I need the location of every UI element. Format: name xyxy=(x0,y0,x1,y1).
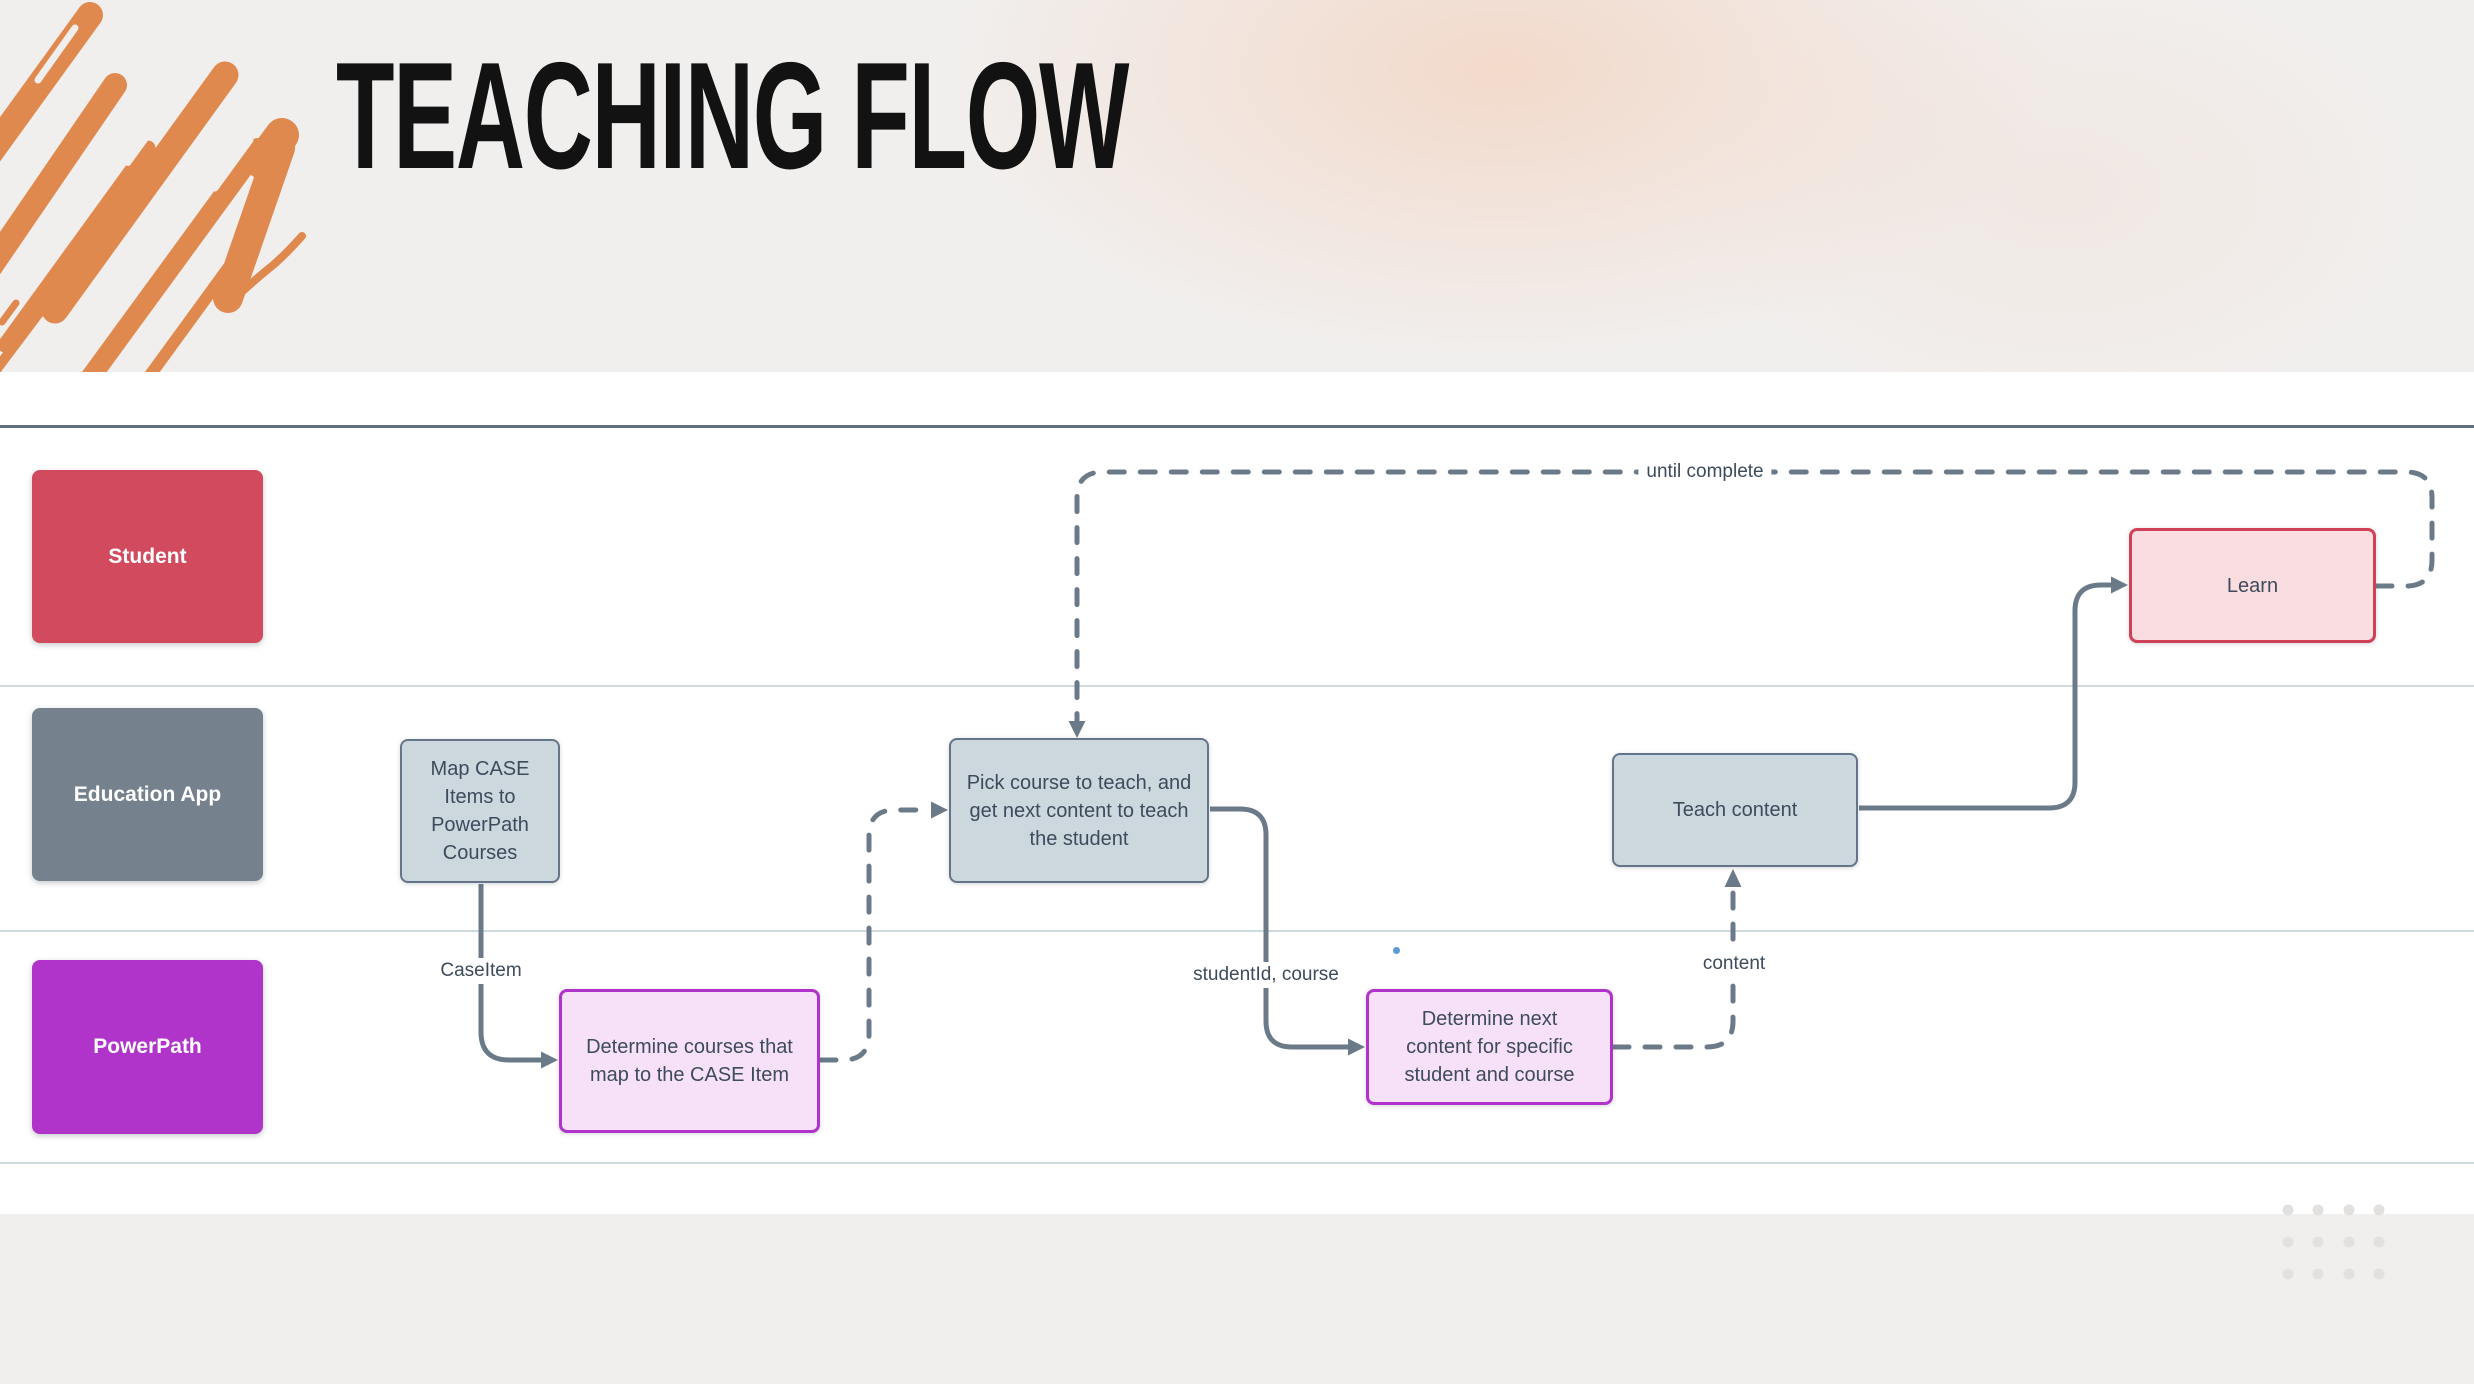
edge-label-caseitem: CaseItem xyxy=(432,958,530,984)
node-determine-next-content-label: Determine next content for specific stud… xyxy=(1404,1008,1575,1086)
swimlane-bottom-border xyxy=(0,1162,2474,1164)
lane-divider-student-education xyxy=(0,685,2474,687)
cursor-dot xyxy=(1393,947,1400,954)
edge-label-until-complete: until complete xyxy=(1638,459,1772,485)
swimlane-top-border xyxy=(0,425,2474,428)
node-learn[interactable]: Learn xyxy=(2129,528,2376,643)
node-determine-courses-label: Determine courses that map to the CASE I… xyxy=(586,1036,793,1086)
node-pick-course[interactable]: Pick course to teach, and get next conte… xyxy=(949,738,1209,883)
node-learn-label: Learn xyxy=(2226,574,2279,597)
brush-strokes-decoration xyxy=(0,2,306,372)
node-teach-content-label: Teach content xyxy=(1672,799,1798,821)
edge-label-studentid-course: studentId, course xyxy=(1185,962,1347,988)
dot-grid-decoration xyxy=(2282,1204,2385,1280)
lane-header-education-app[interactable]: Education App xyxy=(32,708,263,881)
edge-label-content: content xyxy=(1694,951,1774,977)
node-determine-courses[interactable]: Determine courses that map to the CASE I… xyxy=(559,989,820,1133)
page-title: TEACHING FLOW xyxy=(336,31,1129,201)
lane-label-education-app: Education App xyxy=(73,782,222,806)
lane-label-powerpath: PowerPath xyxy=(93,1035,202,1058)
lane-divider-education-powerpath xyxy=(0,930,2474,932)
node-teach-content[interactable]: Teach content xyxy=(1612,753,1858,867)
node-map-case-items[interactable]: Map CASE Items to PowerPath Courses xyxy=(400,739,560,883)
node-determine-next-content[interactable]: Determine next content for specific stud… xyxy=(1366,989,1613,1105)
lane-header-student[interactable]: Student xyxy=(32,470,263,643)
diagram-canvas xyxy=(0,372,2474,1214)
lane-label-student: Student xyxy=(108,544,187,568)
node-map-case-items-label: Map CASE Items to PowerPath Courses xyxy=(430,758,530,864)
node-pick-course-label: Pick course to teach, and get next conte… xyxy=(966,771,1192,850)
top-band xyxy=(0,0,2474,372)
lane-header-powerpath[interactable]: PowerPath xyxy=(32,960,263,1134)
